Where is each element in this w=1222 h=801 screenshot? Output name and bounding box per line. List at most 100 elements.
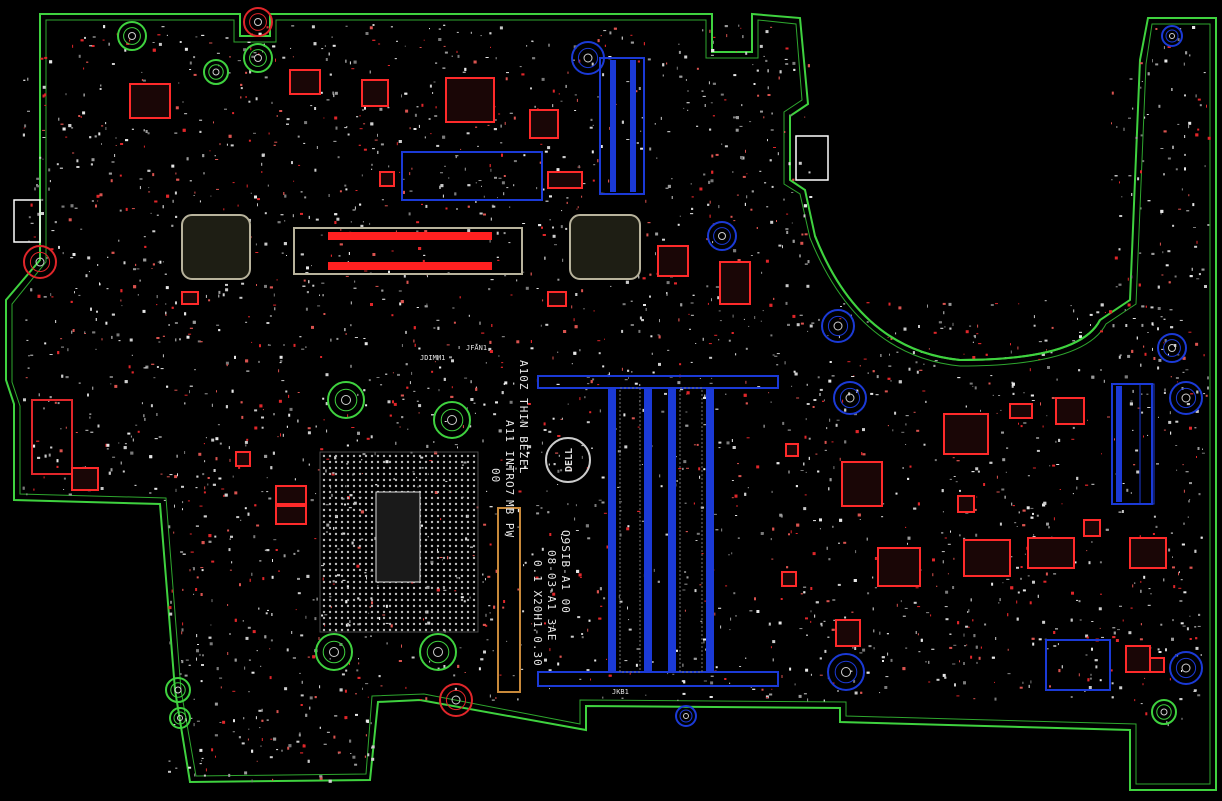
component-dot <box>180 551 184 553</box>
component-dot <box>450 395 454 398</box>
component-dot <box>223 494 225 497</box>
component-dot <box>329 596 332 598</box>
component-dot <box>344 689 347 693</box>
bga-ball <box>418 622 422 626</box>
component-dot <box>310 499 314 502</box>
mounting-hole <box>123 27 141 45</box>
component-dot <box>804 435 807 439</box>
component-dot <box>531 623 533 625</box>
component-dot <box>1172 556 1173 558</box>
component-dot <box>377 585 379 587</box>
component-dot <box>601 476 605 479</box>
bga-ball <box>394 598 398 602</box>
component-dot <box>413 339 415 343</box>
component-dot <box>584 396 586 399</box>
component-dot <box>475 343 478 345</box>
component-dot <box>822 400 824 402</box>
component-dot <box>319 776 323 780</box>
component-dot <box>358 658 359 660</box>
component-dot <box>264 635 267 639</box>
component-dot <box>810 673 812 676</box>
bga-ball <box>430 592 434 596</box>
component-dot <box>244 507 247 510</box>
component-dot <box>896 603 898 607</box>
component-dot <box>204 393 208 395</box>
component-dot <box>182 128 186 132</box>
component-dot <box>740 27 742 29</box>
bga-ball <box>430 556 434 560</box>
component-dot <box>875 394 879 396</box>
bga-ball <box>334 454 338 458</box>
bga-ball <box>334 610 338 614</box>
component-dot <box>377 150 379 154</box>
component-dot <box>629 671 631 675</box>
bga-ball <box>370 496 374 500</box>
component-dot <box>129 39 131 42</box>
component-dot <box>1089 677 1092 680</box>
component-dot <box>1171 637 1174 641</box>
component-dot <box>432 92 434 94</box>
component-dot <box>823 699 825 702</box>
component-dot <box>819 674 823 676</box>
bga-ball <box>370 604 374 608</box>
component-dot <box>194 773 196 777</box>
component-dot <box>804 233 808 236</box>
component-dot <box>1098 607 1102 611</box>
component-dot <box>1139 638 1143 641</box>
component-dot <box>518 490 522 493</box>
component-dot <box>422 259 425 263</box>
component-dot <box>258 360 260 363</box>
component-dot <box>237 60 241 62</box>
component-dot <box>182 588 184 591</box>
component-dot <box>839 457 841 461</box>
component-dot <box>1124 375 1128 379</box>
component-dot <box>357 623 361 626</box>
bga-ball <box>472 604 476 608</box>
component-dot <box>1031 400 1035 401</box>
component-dot <box>353 60 357 64</box>
bga-ball <box>442 622 446 626</box>
component-dot <box>80 116 82 118</box>
component-dot <box>1049 685 1051 688</box>
component-dot <box>1036 514 1039 517</box>
component-dot <box>922 390 926 392</box>
bga-ball <box>340 628 344 632</box>
component-dot <box>22 486 25 490</box>
component-dot <box>55 320 57 323</box>
component-dot <box>767 139 768 142</box>
component-dot <box>683 107 685 109</box>
component-dot <box>339 643 343 646</box>
component-dot <box>1194 549 1197 553</box>
component-dot <box>746 437 750 439</box>
component-dot <box>1184 167 1186 171</box>
component-dot <box>174 504 175 508</box>
component-dot <box>565 227 568 230</box>
component-dot <box>443 589 447 591</box>
component-dot <box>575 530 579 531</box>
component-dot <box>660 116 662 120</box>
component-dot <box>371 745 375 749</box>
component-dot <box>1010 586 1014 590</box>
component-dot <box>1140 589 1142 593</box>
bga-ball <box>364 568 368 572</box>
component-dot <box>238 736 241 739</box>
bga-ball <box>394 610 398 614</box>
bga-ball <box>454 544 458 548</box>
component-dot <box>597 96 601 98</box>
bga-ball <box>388 454 392 458</box>
component-dot <box>144 417 146 421</box>
bga-ball <box>442 484 446 488</box>
component-dot <box>120 289 123 293</box>
component-dot <box>1200 536 1203 539</box>
component-dot <box>746 173 748 175</box>
component-dot <box>603 597 606 600</box>
component-dot <box>691 207 694 210</box>
component-dot <box>264 212 267 215</box>
component-dot <box>216 667 219 671</box>
bga-ball <box>352 592 356 596</box>
component-dot <box>362 453 366 456</box>
component-dot <box>426 585 430 589</box>
component-dot <box>784 131 786 133</box>
component-dot <box>112 456 116 458</box>
component-dot <box>202 473 205 476</box>
